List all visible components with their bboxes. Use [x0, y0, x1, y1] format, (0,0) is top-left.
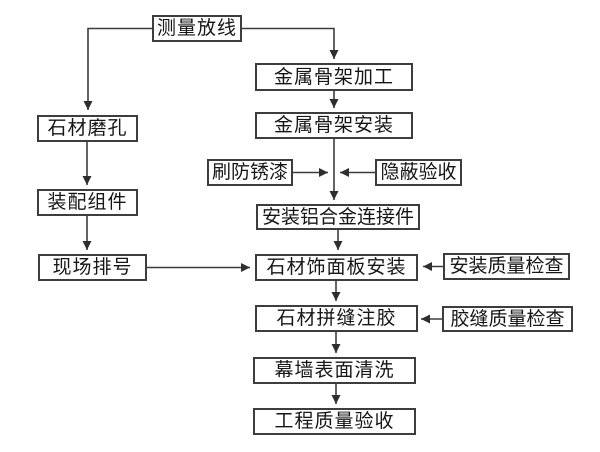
node-stone-drilling: 石材磨孔 — [37, 115, 138, 142]
node-metal-frame-processing: 金属骨架加工 — [255, 63, 413, 91]
node-stone-joint-sealing: 石材拼缝注胶 — [255, 305, 418, 332]
connector-measure-to-drilling — [83, 27, 152, 110]
node-measure-setout: 测量放线 — [152, 15, 242, 42]
node-metal-frame-installation: 金属骨架安装 — [255, 112, 413, 139]
node-project-quality-acceptance: 工程质量验收 — [253, 408, 416, 435]
node-antirust-painting: 刷防锈漆 — [207, 159, 293, 186]
node-concealed-acceptance: 隐蔽验收 — [375, 159, 462, 186]
connector-measure-to-frame-processing — [242, 27, 339, 59]
node-component-assembly: 装配组件 — [37, 189, 138, 216]
node-stone-panel-installation: 石材饰面板安装 — [255, 254, 418, 281]
node-site-numbering: 现场排号 — [38, 254, 147, 281]
node-aluminum-connector-installation: 安装铝合金连接件 — [256, 204, 420, 230]
node-curtain-wall-cleaning: 幕墙表面清洗 — [253, 357, 416, 384]
node-sealant-quality-check: 胶缝质量检查 — [442, 306, 573, 332]
node-installation-quality-check: 安装质量检查 — [443, 253, 570, 280]
